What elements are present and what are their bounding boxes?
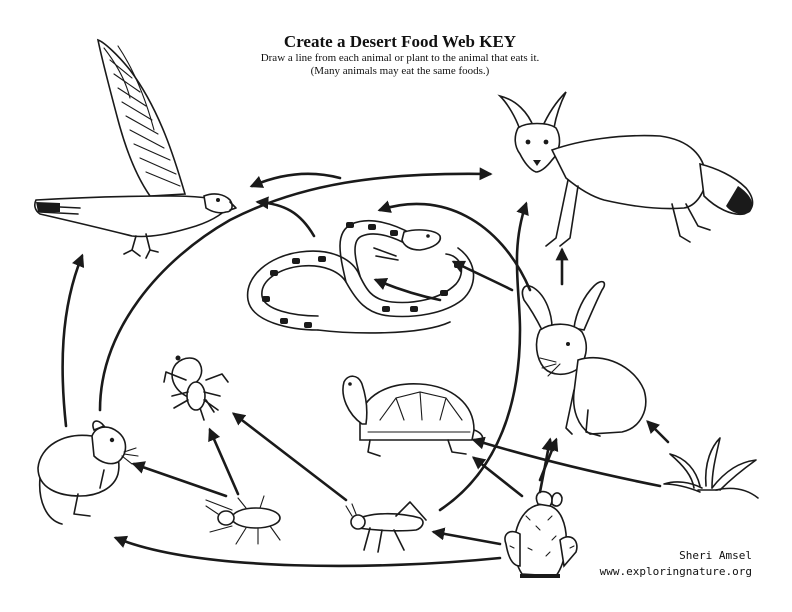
tortoise-illustration xyxy=(342,375,484,457)
arrow-snake-to-hawk xyxy=(255,196,316,238)
fox-illustration xyxy=(497,91,754,247)
arrow-rabbit-to-snake xyxy=(451,260,514,292)
arrow-kangaroo-rat-to-snake xyxy=(373,277,442,302)
arrow-kangaroo-rat-to-fox xyxy=(98,167,493,412)
grass-illustration xyxy=(663,437,759,499)
author-name: Sheri Amsel xyxy=(679,549,752,562)
scorpion-illustration xyxy=(163,355,229,421)
arrow-cactus-to-grasshopper xyxy=(431,527,502,546)
arrow-to-hawk-top xyxy=(249,172,342,188)
arrow-grass-to-tortoise xyxy=(471,436,662,488)
rabbit-illustration xyxy=(521,280,647,437)
hawk-illustration xyxy=(34,38,237,259)
arrow-grasshopper-to-fox xyxy=(438,201,529,512)
worksheet-title: Create a Desert Food Web KEY xyxy=(283,32,517,51)
arrow-beetle-to-scorpion xyxy=(208,427,240,496)
food-web-arrows xyxy=(61,167,670,568)
arrow-kangaroo-rat-to-hawk xyxy=(61,253,85,428)
snake-illustration xyxy=(246,220,475,334)
arrow-beetle-to-kangaroo-rat xyxy=(131,461,228,498)
arrow-grasshopper-to-scorpion xyxy=(231,412,348,502)
instruction-line-1: Draw a line from each animal or plant to… xyxy=(260,52,540,64)
worksheet-header: Create a Desert Food Web KEY Draw a line… xyxy=(200,32,600,78)
grasshopper-illustration xyxy=(345,501,427,553)
kangaroo-rat-illustration xyxy=(37,420,139,525)
cactus-illustration xyxy=(504,490,578,578)
credit-block: Sheri Amsel www.exploringnature.org xyxy=(600,548,752,580)
arrow-grasshopper-up xyxy=(538,437,559,482)
arrow-cactus-to-tortoise xyxy=(471,456,524,498)
website-link[interactable]: www.exploringnature.org xyxy=(599,565,752,578)
arrow-cactus-to-kangaroo-rat xyxy=(113,535,502,568)
instruction-line-2: (Many animals may eat the same foods.) xyxy=(310,65,490,77)
arrow-middle-arc xyxy=(377,200,532,292)
beetle-illustration xyxy=(205,495,281,545)
arrow-grass-to-rabbit xyxy=(646,420,670,444)
